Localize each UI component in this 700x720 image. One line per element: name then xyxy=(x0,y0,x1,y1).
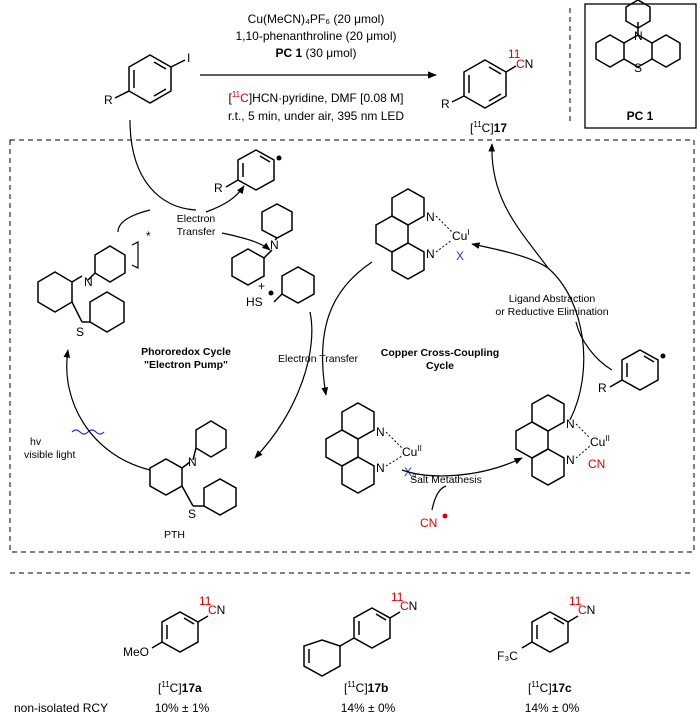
product-17c-label: [11C]17c xyxy=(528,680,572,695)
excited-pc-nitrogen: N xyxy=(84,275,93,289)
product-17a-cn: CN xyxy=(208,603,225,617)
reactant-to-et-arrow xyxy=(129,119,197,211)
pc1-box: N S PC 1 xyxy=(584,0,697,129)
cu-ii-cn-n2: N xyxy=(566,453,575,467)
pc-cation-hs: HS xyxy=(246,295,263,309)
condition-cyanide-source: [11C]HCN·pyridine, DMF [0.08 M] xyxy=(228,90,403,105)
product-cn: CN xyxy=(516,57,533,71)
product-17b-label: [11C]17b xyxy=(344,680,388,695)
cu-return-arrow xyxy=(471,242,549,269)
et-to-radical-arrow xyxy=(205,185,245,213)
product-17c-iso: 11 xyxy=(569,594,582,608)
photoredox-cycle-label: Phororedox Cycle xyxy=(141,346,231,358)
product-release-arrow xyxy=(488,143,549,269)
cn-radical: CN xyxy=(420,516,437,530)
pc-cation-nitrogen: N xyxy=(270,238,279,252)
excited-to-et-arrow xyxy=(117,209,151,233)
product-17c-rcy: 14% ± 0% xyxy=(525,701,580,715)
pc1-label: PC 1 xyxy=(627,109,654,123)
ligand-abstraction-label: Ligand Abstraction xyxy=(509,293,596,305)
product-17b: 11 CN [11C]17b 14% ± 0% xyxy=(303,590,417,715)
salt-metathesis-arrow xyxy=(401,457,523,477)
cu-ii-cn-metal: CuII xyxy=(590,434,610,449)
electron-transfer-top-line1: Electron xyxy=(177,213,216,225)
pth-label: PTH xyxy=(164,529,185,541)
aryl-radical-right: R xyxy=(598,349,666,395)
cu-ii-cn-ligand: CN xyxy=(588,457,605,471)
cu-ii-x2-complex: N N CuII X2 xyxy=(325,402,422,494)
cu-i-to-cu-ii-arrow xyxy=(321,261,373,396)
product-isotope: 11 xyxy=(508,47,521,61)
excited-pc-sulfur: S xyxy=(76,325,84,339)
pth-molecule: N S PTH xyxy=(149,420,237,541)
copper-cycle-label: Copper Cross-Coupling xyxy=(381,347,499,359)
reaction-conditions: Cu(MeCN)₄PF₆ (20 μmol) 1,10-phenanthroli… xyxy=(228,12,404,123)
visible-light-label: visible light xyxy=(24,449,75,461)
product-17b-rcy: 14% ± 0% xyxy=(341,701,396,715)
pc1-sulfur: S xyxy=(634,61,642,75)
excited-photocatalyst: N S * xyxy=(37,229,151,339)
electron-transfer-mid: Electron Transfer xyxy=(278,353,358,365)
cn-radical-dot xyxy=(442,513,448,519)
condition-photocatalyst: PC 1 (30 μmol) xyxy=(276,46,357,60)
product-17c-cn: CN xyxy=(578,603,595,617)
aryl-radical-arrow xyxy=(575,321,613,371)
pth-sulfur: S xyxy=(188,507,196,521)
salt-metathesis-label: Salt Metathesis xyxy=(410,474,482,486)
product-17a-rcy: 10% ± 1% xyxy=(155,701,210,715)
product-17a-sub: MeO xyxy=(123,645,149,659)
condition-parameters: r.t., 5 min, under air, 395 nm LED xyxy=(228,109,404,123)
product-17a-label: [11C]17a xyxy=(158,680,202,695)
product-17a-iso: 11 xyxy=(199,594,212,608)
cu-i-complex: N N CuI X xyxy=(375,188,470,280)
cu-ii-cn-complex: N N CuII CN xyxy=(515,394,610,486)
product-17b-iso: 11 xyxy=(391,590,404,604)
cation-to-pth-arrow xyxy=(254,311,313,459)
electron-pump-label: "Electron Pump" xyxy=(144,359,228,371)
cu-i-n2: N xyxy=(426,247,435,261)
electron-transfer-top-line2: Transfer xyxy=(177,226,216,238)
product-17c: 11 CN F₃C [11C]17c 14% ± 0% xyxy=(497,594,595,715)
reductive-elimination-label: or Reductive Elimination xyxy=(495,306,608,318)
product-r-label: R xyxy=(441,97,450,111)
cu-i-ligand: X xyxy=(456,249,464,263)
r-group-label: R xyxy=(104,93,113,107)
cu-ii-x2-metal: CuII xyxy=(402,444,422,459)
product-17a: 11 CN MeO [11C]17a 10% ± 1% xyxy=(123,594,225,715)
aryl-radical-right-r: R xyxy=(598,381,607,395)
cu-ii-x2-n2: N xyxy=(376,461,385,475)
condition-ligand: 1,10-phenanthroline (20 μmol) xyxy=(235,29,396,43)
pth-to-excited-arrow xyxy=(63,349,151,471)
excited-star: * xyxy=(146,229,151,243)
mechanism-box xyxy=(9,139,695,553)
aryl-radical-top: R xyxy=(214,149,282,195)
condition-catalyst: Cu(MeCN)₄PF₆ (20 μmol) xyxy=(248,12,385,26)
cn-radical-arrow xyxy=(431,485,447,511)
aryl-iodide-reactant: I R xyxy=(104,51,190,107)
iodine-label: I xyxy=(187,51,190,65)
aryl-radical-r: R xyxy=(214,181,223,195)
product-17c-sub: F₃C xyxy=(497,649,518,663)
rcy-row-label: non-isolated RCY xyxy=(14,701,108,715)
cu-ii-x2-n1: N xyxy=(376,425,385,439)
product-17b-cn: CN xyxy=(400,599,417,613)
copper-cycle-label2: Cycle xyxy=(426,360,454,372)
pc-cation-plus: + xyxy=(258,279,265,293)
cu-i-n1: N xyxy=(426,210,435,224)
aryl-nitrile-product: 11 CN R [11C]17 xyxy=(441,47,533,135)
pth-nitrogen: N xyxy=(188,455,197,469)
et-to-cation-arrow xyxy=(221,232,271,251)
cu-ii-cn-n1: N xyxy=(566,417,575,431)
cu-i-metal: CuI xyxy=(452,228,470,243)
light-wave-icon xyxy=(71,429,105,435)
pc-radical-cation: N HS + xyxy=(231,203,315,309)
product-label: [11C]17 xyxy=(470,120,507,135)
hv-label: hv xyxy=(30,436,42,448)
pc1-nitrogen: N xyxy=(634,29,643,43)
